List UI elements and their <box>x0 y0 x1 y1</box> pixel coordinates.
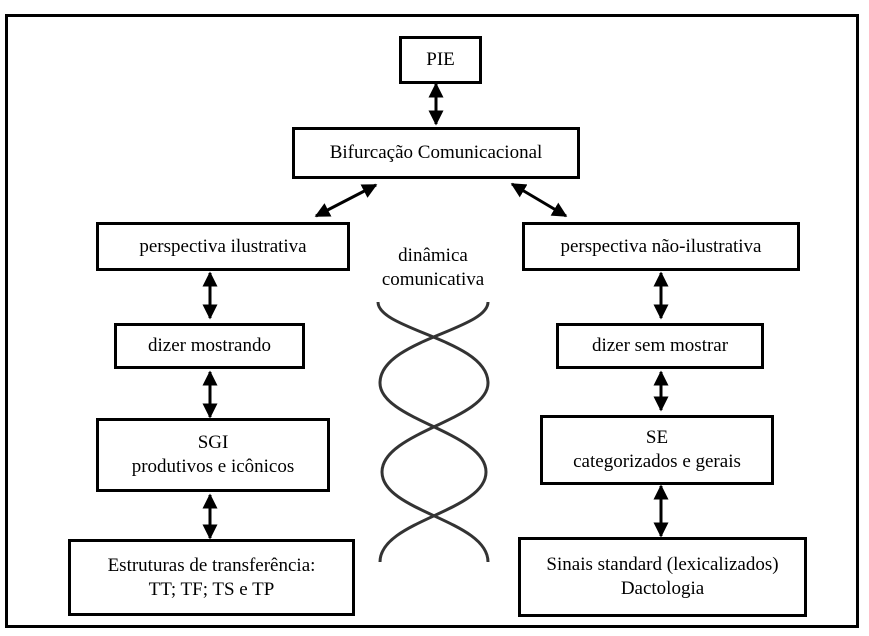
left-signs-subtitle: produtivos e icônicos <box>131 456 295 477</box>
arrow-bifurcation-right <box>510 182 568 218</box>
right-standard-line2: Dactologia <box>620 578 705 599</box>
center-label-line1: dinâmica <box>398 245 468 266</box>
arrow-bifurcation-left <box>314 183 378 218</box>
right-mode-box: dizer sem mostrar <box>556 323 764 369</box>
center-label-line2: comunicativa <box>381 268 485 290</box>
left-signs-box: SGI produtivos e icônicos <box>96 418 330 492</box>
helix-strand-b <box>378 301 490 563</box>
left-mode-box: dizer mostrando <box>114 323 305 369</box>
center-label: dinâmica comunicativa <box>362 244 504 292</box>
helix-strand-a <box>376 301 490 563</box>
right-standard-box: Sinais standard (lexicalizados) Dactolog… <box>518 537 807 617</box>
right-perspective-box: perspectiva não-ilustrativa <box>522 222 800 271</box>
right-signs-subtitle: categorizados e gerais <box>573 451 741 472</box>
bifurcation-box: Bifurcação Comunicacional <box>292 127 580 179</box>
pie-box: PIE <box>399 36 482 84</box>
left-structures-line1: Estruturas de transferência: <box>107 554 316 576</box>
right-standard-line1: Sinais standard (lexicalizados) <box>546 554 779 576</box>
right-signs-box: SE categorizados e gerais <box>540 415 774 485</box>
right-signs-title: SE <box>645 427 669 449</box>
left-signs-title: SGI <box>197 432 229 454</box>
left-perspective-box: perspectiva ilustrativa <box>96 222 350 271</box>
left-structures-line2: TT; TF; TS e TP <box>148 578 275 600</box>
left-structures-box: Estruturas de transferência: TT; TF; TS … <box>68 539 355 616</box>
